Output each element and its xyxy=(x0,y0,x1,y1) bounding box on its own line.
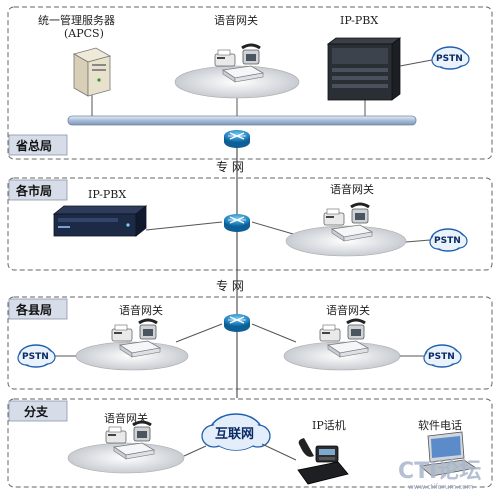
apcs-label-line1: 统一管理服务器 xyxy=(38,13,115,27)
pbx-chassis-icon xyxy=(326,37,402,101)
apcs-label-line2: (APCS) xyxy=(64,27,104,40)
province-tag-bg xyxy=(8,134,68,156)
province-pbx-label: IP-PBX xyxy=(340,14,378,27)
branch-region-frame xyxy=(7,398,493,488)
city-gateway-label: 语音网关 xyxy=(330,182,374,196)
pstn-label: PSTN xyxy=(428,352,455,362)
gateway-platform xyxy=(285,225,407,257)
city-tag-bg xyxy=(8,179,68,201)
county-gateway-right-label: 语音网关 xyxy=(326,303,370,317)
city-tag: 各市局 xyxy=(15,183,52,198)
lan-bus xyxy=(67,115,417,126)
city-pbx-label: IP-PBX xyxy=(88,188,126,201)
county-region-frame xyxy=(7,296,493,390)
private-net-label: 专 网 xyxy=(216,159,244,174)
county-tag-bg xyxy=(8,298,68,320)
pstn-label: PSTN xyxy=(22,352,49,362)
private-net-label: 专 网 xyxy=(216,278,244,293)
gateway-platform xyxy=(174,65,300,99)
pstn-label: PSTN xyxy=(434,236,461,246)
router-icon xyxy=(223,313,251,333)
pstn-label: PSTN xyxy=(436,54,463,64)
county-gateway-left-label: 语音网关 xyxy=(119,303,163,317)
watermark-url: www.ctiforum.com xyxy=(408,483,474,491)
server-icon xyxy=(72,47,112,97)
province-tag: 省总局 xyxy=(15,138,52,153)
watermark-logo: CTI论坛 xyxy=(398,458,481,484)
branch-tag-bg xyxy=(8,400,68,422)
province-gateway-label: 语音网关 xyxy=(214,13,258,27)
city-region-frame xyxy=(7,177,493,271)
county-tag: 各县局 xyxy=(15,302,52,317)
ip-phone-icon xyxy=(297,438,349,485)
router-icon xyxy=(223,129,251,149)
pbx-rack-icon xyxy=(52,205,148,237)
internet-cloud-icon xyxy=(201,413,271,451)
branch-tag: 分支 xyxy=(24,404,49,419)
province-region-frame xyxy=(7,6,493,160)
internet-label: 互联网 xyxy=(215,427,254,442)
svg-text:CTI论坛: CTI论坛 xyxy=(398,458,481,484)
ip-phone-label: IP话机 xyxy=(312,418,346,432)
router-icon xyxy=(223,213,251,233)
soft-phone-label: 软件电话 xyxy=(418,418,462,432)
laptop-icon xyxy=(419,431,478,477)
